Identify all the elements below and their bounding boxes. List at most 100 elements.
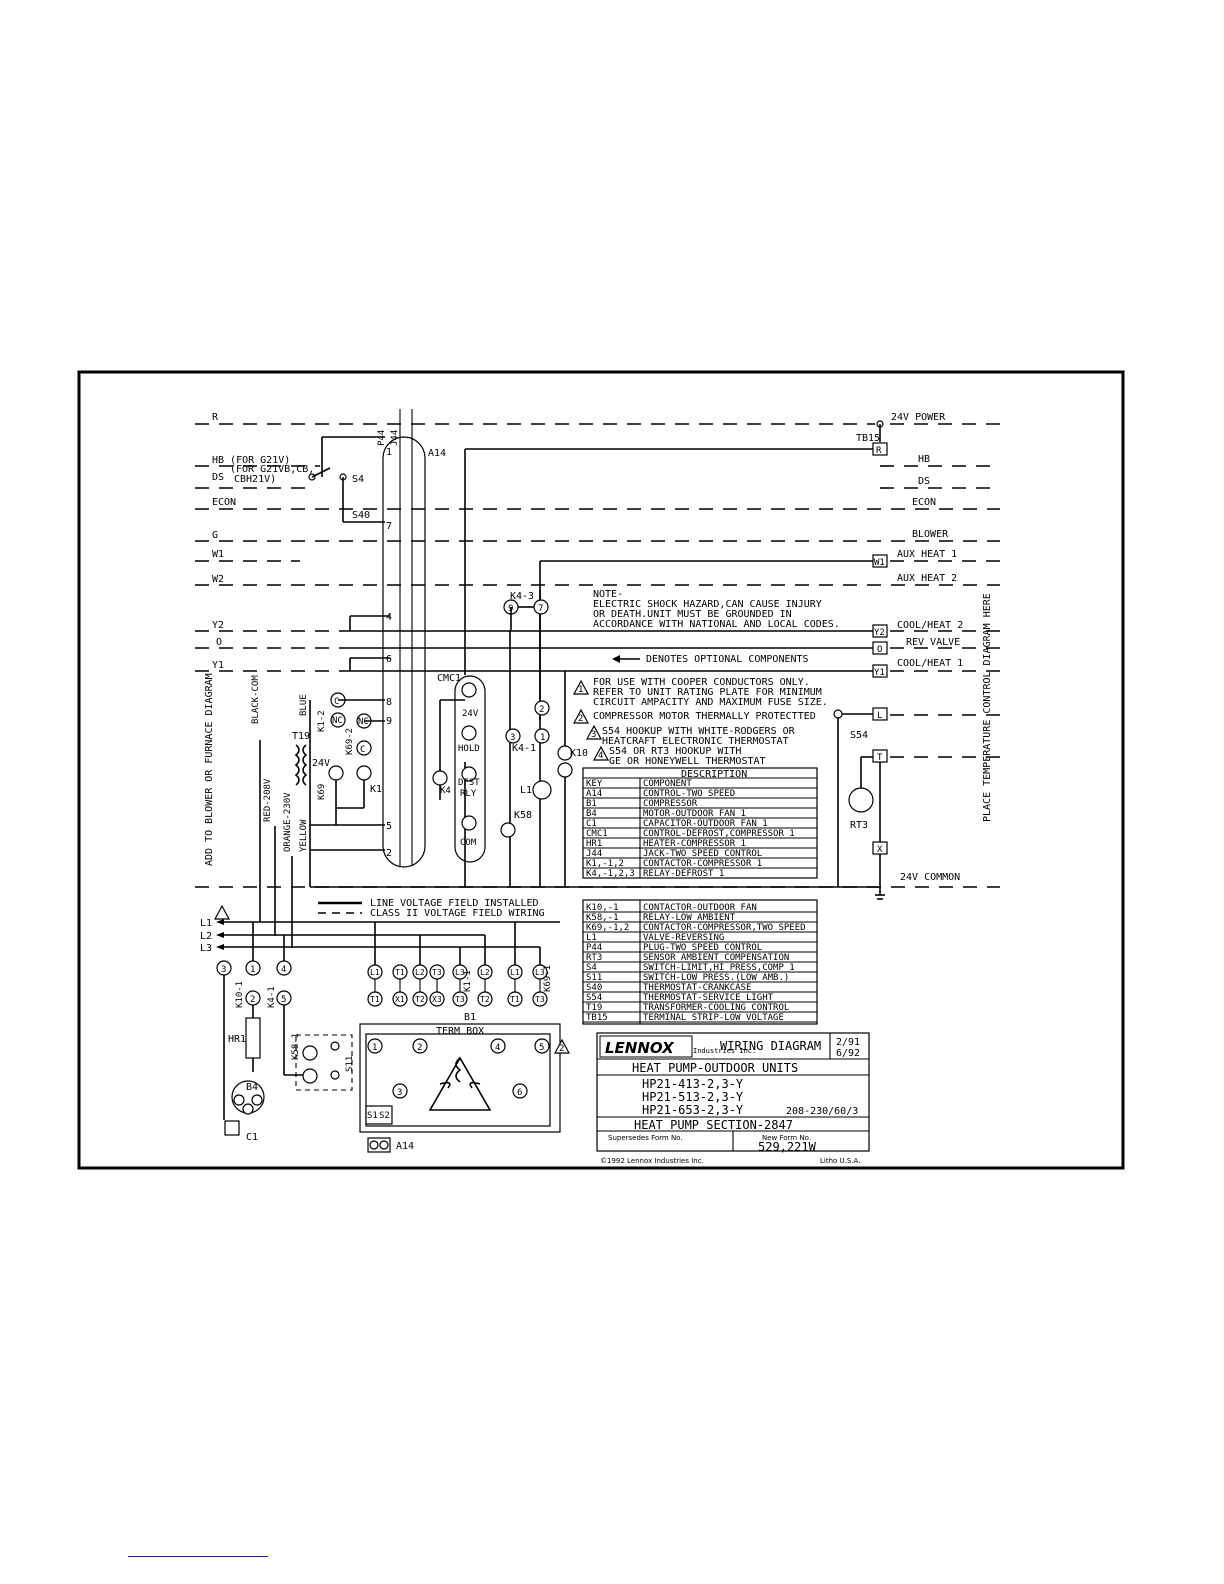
svg-text:2: 2 xyxy=(386,848,392,859)
svg-text:8: 8 xyxy=(386,697,392,708)
table-cell-component: CONTROL-TWO SPEED xyxy=(643,789,735,799)
b4-label: B4 xyxy=(246,1082,258,1093)
contact-terminal-label: T3 xyxy=(535,995,545,1004)
cmc1-defrost-control: CMC1 24V HOLD DFST RLY COM K4 xyxy=(432,673,486,863)
bus-label-econ: ECON xyxy=(212,497,236,508)
svg-text:5: 5 xyxy=(386,821,392,832)
diagram-frame xyxy=(77,370,1125,1170)
svg-text:New Form No.: New Form No. xyxy=(762,1134,811,1142)
bus-lines xyxy=(195,423,1000,888)
bus-label-right-econ: ECON xyxy=(912,497,936,508)
l2-line-label: L2 xyxy=(200,931,212,942)
a14-control: A14 P44 J44 1 7 4 6 8 9 5 2 xyxy=(377,409,446,868)
relays-and-valve: K4-3 9 7 K4-1 3 2 1 L1 K58 K10 xyxy=(500,591,588,887)
svg-text:7: 7 xyxy=(386,521,392,532)
k4-3-label: K4-3 xyxy=(510,591,534,602)
numbered-notes: 1 FOR USE WITH COOPER CONDUCTORS ONLY. R… xyxy=(572,677,828,767)
table-cell-key: S54 xyxy=(586,993,602,1003)
svg-text:3: 3 xyxy=(397,1088,402,1098)
contact-terminal-label: L3 xyxy=(535,968,545,977)
table-cell-key: CMC1 xyxy=(586,829,608,839)
contact-terminal-label: L1 xyxy=(510,968,520,977)
table-cell-key: S4 xyxy=(586,963,597,973)
bus-label-y1: Y1 xyxy=(212,660,224,671)
l3-line-label: L3 xyxy=(200,943,212,954)
svg-text:K1-1: K1-1 xyxy=(463,970,473,992)
svg-text:B1: B1 xyxy=(464,1012,476,1023)
table-cell-key: L1 xyxy=(586,933,597,943)
table-cell-component: JACK-TWO SPEED CONTROL xyxy=(643,849,762,859)
contact-terminal-label: T1 xyxy=(395,968,405,977)
table-cell-component: VALVE-REVERSING xyxy=(643,933,724,943)
s54-label: S54 xyxy=(850,730,868,741)
svg-text:DFST: DFST xyxy=(458,778,480,788)
table-cell-key: S40 xyxy=(586,983,602,993)
tb15-terminal-strip: TB15 R W1 Y2 O Y1 L T X xyxy=(856,420,888,855)
form-number: 529,221W xyxy=(758,1140,817,1154)
svg-text:4: 4 xyxy=(386,612,392,623)
table-cell-component: PLUG-TWO SPEED CONTROL xyxy=(643,943,762,953)
svg-text:1: 1 xyxy=(372,1043,377,1053)
svg-text:FOR USE WITH COOPER CONDUCTORS: FOR USE WITH COOPER CONDUCTORS ONLY. xyxy=(593,677,810,688)
svg-text:GE OR HONEYWELL THERMOSTAT: GE OR HONEYWELL THERMOSTAT xyxy=(609,756,766,767)
lennox-logo: LENNOX xyxy=(605,1039,675,1057)
table-cell-key: TB15 xyxy=(586,1013,608,1023)
table-cell-component: CONTACTOR-OUTDOOR FAN xyxy=(643,903,757,913)
svg-text:C: C xyxy=(334,697,339,707)
bus-label-ds: DS xyxy=(212,472,224,483)
s54-rt3-sensors: S54 RT3 xyxy=(833,709,881,887)
svg-text:6: 6 xyxy=(517,1088,522,1098)
bus-label-y2: Y2 xyxy=(212,620,224,631)
svg-text:1: 1 xyxy=(540,733,545,743)
svg-text:TERM BOX: TERM BOX xyxy=(436,1026,484,1037)
svg-text:4: 4 xyxy=(281,965,286,975)
svg-text:W1: W1 xyxy=(874,558,885,568)
bus-label-24v-common: 24V COMMON xyxy=(900,872,960,883)
table-cell-key: C1 xyxy=(586,819,597,829)
svg-text:5: 5 xyxy=(539,1043,544,1053)
bus-label-w2: W2 xyxy=(212,574,224,585)
contact-terminal-label: L2 xyxy=(415,968,425,977)
k10-label: K10 xyxy=(570,748,588,759)
svg-text:24V: 24V xyxy=(462,709,479,719)
table-cell-key: B1 xyxy=(586,799,597,809)
svg-text:2: 2 xyxy=(578,714,583,724)
bus-label-aux-heat-2: AUX HEAT 2 xyxy=(897,573,957,584)
svg-text:RLY: RLY xyxy=(460,789,477,799)
contact-terminal-label: T2 xyxy=(415,995,425,1004)
bus-label-ds-note: (FOR G21VB,CB, xyxy=(230,464,314,475)
contact-terminal-label: L2 xyxy=(480,968,490,977)
table-cell-key: B4 xyxy=(586,809,597,819)
svg-text:OR DEATH.UNIT MUST BE GROUNDED: OR DEATH.UNIT MUST BE GROUNDED IN xyxy=(593,609,792,620)
optional-components-note: DENOTES OPTIONAL COMPONENTS xyxy=(612,654,809,665)
footer-rule xyxy=(128,1556,268,1557)
contact-terminal-label: T1 xyxy=(510,995,520,1004)
svg-text:C: C xyxy=(360,745,365,755)
svg-text:S54 HOOKUP WITH WHITE-RODGERS: S54 HOOKUP WITH WHITE-RODGERS OR xyxy=(602,726,796,737)
fan-circuit: 3 1 4 K10-1 K4-1 2 5 HR1 B4 C1 K58-1 S11 xyxy=(216,960,355,1143)
table-cell-component: CONTACTOR-COMPRESSOR 1 xyxy=(643,859,762,869)
table-cell-key: K4,-1,2,3 xyxy=(586,869,635,879)
table-cell-key: RT3 xyxy=(586,953,602,963)
table-cell-key: K58,-1 xyxy=(586,913,619,923)
hr1-label: HR1 xyxy=(228,1034,246,1045)
right-bus-labels: 24V POWER HB DS ECON BLOWER AUX HEAT 1 A… xyxy=(891,412,963,883)
svg-text:6: 6 xyxy=(386,654,392,665)
place-temp-control-note: PLACE TEMPERATURE CONTROL DIAGRAM HERE xyxy=(982,593,993,822)
table-cell-key: P44 xyxy=(586,943,602,953)
contact-terminal-label: T1 xyxy=(370,995,380,1004)
contactor-coils: C NC NC C K1-2 K69-2 K69 K1 BLUE T19 24V… xyxy=(251,675,385,948)
svg-text:3: 3 xyxy=(221,965,226,975)
table-cell-component: THERMOSTAT-SERVICE LIGHT xyxy=(643,993,774,1003)
contact-terminal-label: T3 xyxy=(432,968,442,977)
p44-label: P44 xyxy=(377,430,387,446)
table-cell-component: CAPACITOR-OUTDOOR FAN 1 xyxy=(643,819,768,829)
contact-terminal-label: X1 xyxy=(395,995,405,1004)
bus-label-right-ds: DS xyxy=(918,476,930,487)
svg-text:2: 2 xyxy=(539,705,544,715)
table-cell-key: S11 xyxy=(586,973,602,983)
model-1: HP21-413-2,3-Y xyxy=(642,1077,744,1091)
svg-text:4: 4 xyxy=(495,1043,500,1053)
